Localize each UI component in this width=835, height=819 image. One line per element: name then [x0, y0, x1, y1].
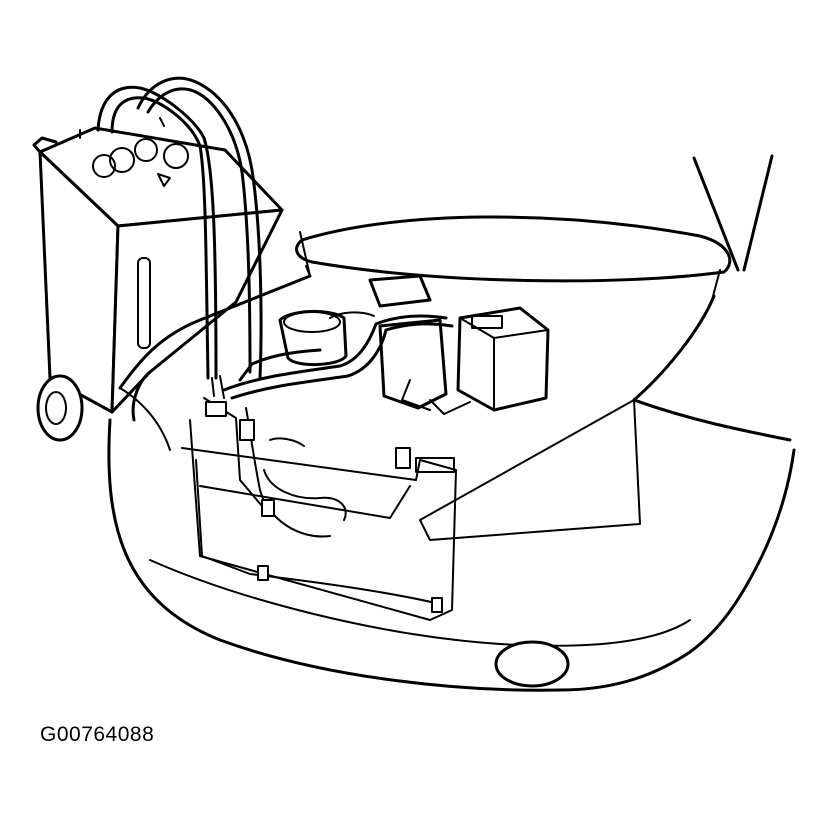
refrigerant-lines — [195, 375, 443, 613]
gauge-icon — [79, 117, 189, 187]
figure-id-label: G00764088 — [40, 723, 155, 746]
service-hoses — [96, 76, 263, 380]
machine-wheel-icon — [36, 374, 84, 442]
ac-service-machine — [32, 117, 284, 442]
vehicle-front — [107, 154, 796, 692]
fog-lamp-icon — [494, 640, 570, 688]
engine-components — [222, 274, 550, 415]
